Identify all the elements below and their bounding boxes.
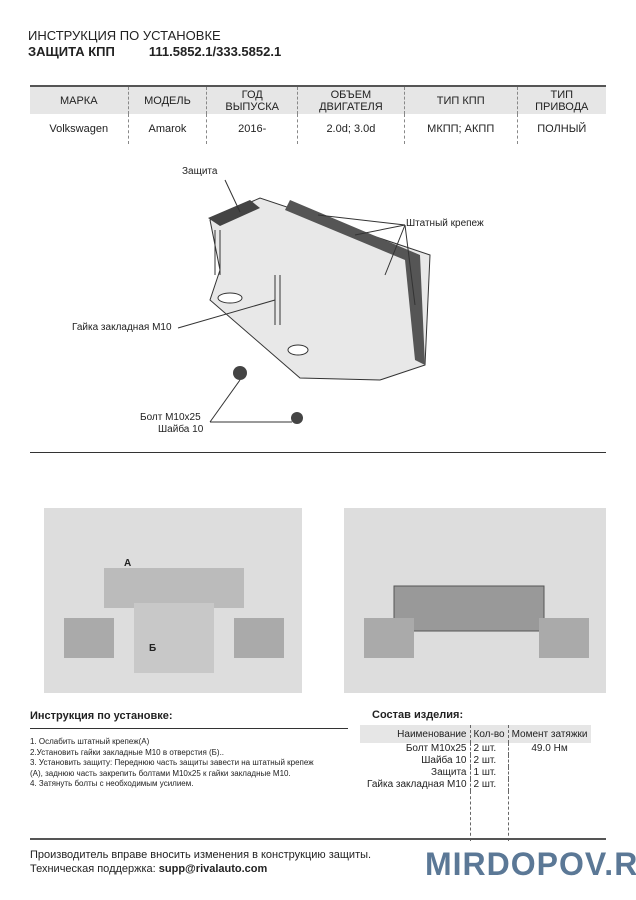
instructions: Инструкция по установке: 1. Ослабить шта… [30, 710, 350, 790]
cell: 49.0 Нм [507, 743, 591, 755]
step: 2.Установить гайки закладные М10 в отвер… [30, 747, 225, 757]
composition-title-box: Состав изделия: [372, 709, 463, 721]
parts-diagram: Защита Штатный крепеж Гайка закладная М1… [60, 160, 580, 445]
doc-title: ИНСТРУКЦИЯ ПО УСТАНОВКЕ [28, 28, 221, 43]
cell: 2.0d; 3.0d [296, 114, 405, 144]
step: 4. Затянуть болты с необходимым усилием. [30, 779, 194, 788]
col-name: Наименование [360, 725, 470, 743]
divider [30, 838, 606, 840]
cell: Гайка закладная М10 [366, 779, 467, 790]
cell: 1 шт. [469, 767, 509, 779]
marker-a: А [124, 558, 132, 569]
footer: Производитель вправе вносить изменения в… [30, 848, 371, 876]
article-number: 111.5852.1/333.5852.1 [148, 44, 282, 59]
skid-plate-illustration [177, 179, 431, 424]
label-bolt: Болт М10х25 [140, 412, 201, 423]
cell: МКПП; АКПП [403, 114, 518, 144]
label-fasteners: Штатный крепеж [406, 218, 484, 229]
cell: ПОЛНЫЙ [516, 114, 606, 144]
watermark: MIRDOPOV.RU [425, 846, 636, 882]
label-nut: Гайка закладная М10 [72, 322, 172, 333]
composition-title: Состав изделия: [372, 709, 464, 721]
divider [30, 452, 606, 453]
cell: 2 шт. [469, 755, 509, 767]
label-guard: Защита [182, 166, 218, 177]
cell: Болт М10х25 [405, 743, 467, 754]
steps-list: 1. Ослабить штатный крепеж(А) 2.Установи… [30, 737, 350, 790]
label-washer: Шайба 10 [158, 424, 204, 435]
step: (А), заднюю часть закрепить болтами М10х… [30, 768, 291, 778]
cell: Шайба 10 [421, 755, 467, 766]
divider [30, 728, 348, 729]
cell [507, 779, 591, 791]
step: 1. Ослабить штатный крепеж(А) [30, 737, 150, 746]
product-name: ЗАЩИТА КПП [28, 44, 115, 59]
cell: 2 шт. [469, 779, 509, 791]
marker-b: Б [149, 643, 157, 654]
cell: Volkswagen [49, 123, 109, 135]
col-gearbox: ТИП КПП [403, 86, 518, 114]
col-qty: Кол-во [469, 725, 509, 743]
footer-note: Производитель вправе вносить изменения в… [30, 849, 372, 861]
col-torque: Момент затяжки [507, 725, 591, 743]
step: 3. Установить защиту: Переднюю часть защ… [30, 758, 314, 767]
support-label: Техническая поддержка: [30, 863, 159, 875]
instructions-title: Инструкция по установке: [30, 710, 173, 722]
product-title: ЗАЩИТА КПП 111.5852.1/333.5852.1 [28, 44, 281, 59]
cell: 2 шт. [469, 743, 509, 755]
cell [507, 767, 591, 779]
photo-before: А Б [44, 508, 302, 693]
spec-row: Volkswagen Amarok 2016- 2.0d; 3.0d МКПП;… [30, 114, 606, 144]
photo-after [344, 508, 606, 693]
cell [507, 755, 591, 767]
cell: Amarok [127, 114, 207, 144]
col-brand: МАРКА [59, 94, 98, 107]
support-email[interactable]: supp@rivalauto.com [158, 863, 268, 875]
col-model: МОДЕЛЬ [127, 86, 207, 114]
cell: 2016- [206, 114, 298, 144]
cell: Защита [431, 767, 467, 778]
